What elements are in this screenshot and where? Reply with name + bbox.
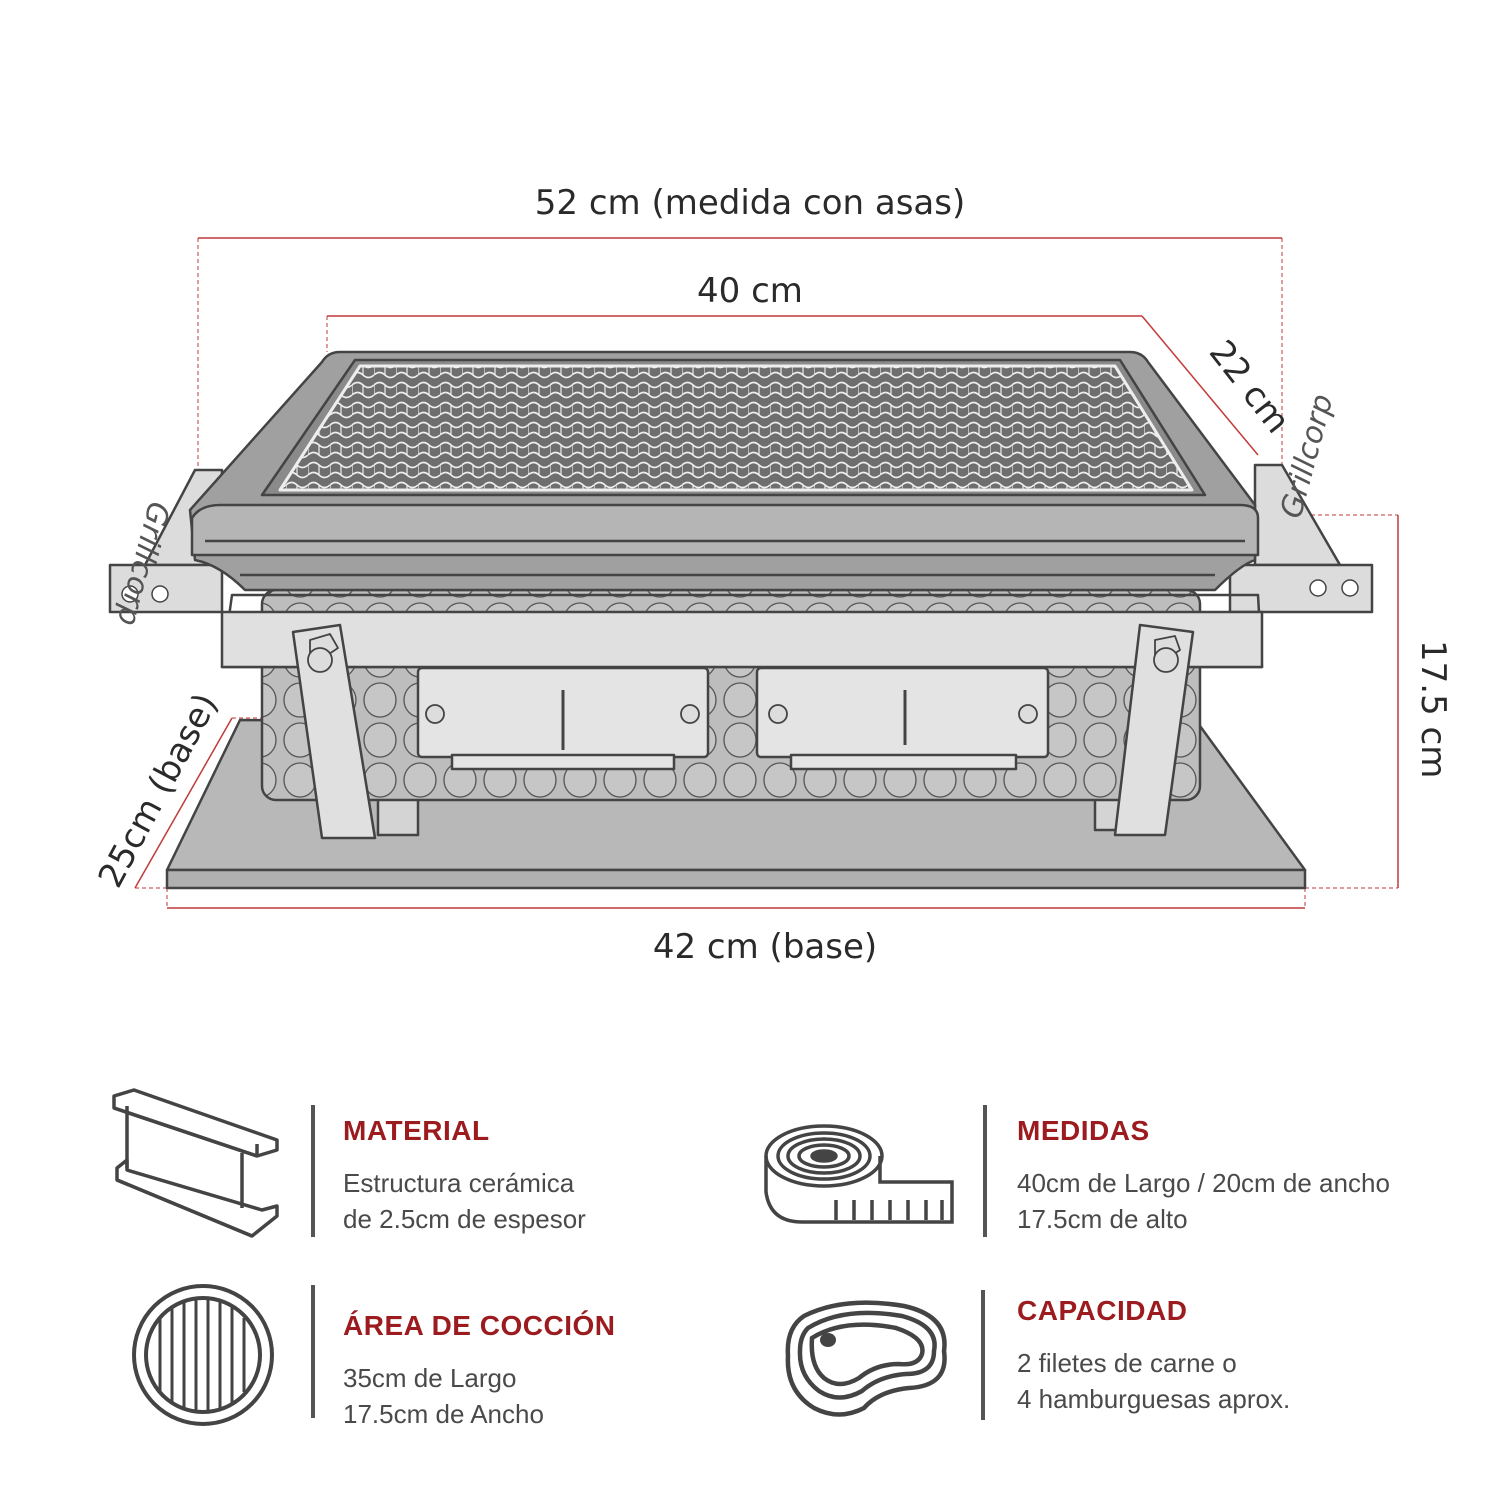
grill-depth-label: 22 cm — [1201, 333, 1298, 441]
round-grill-icon — [132, 1284, 274, 1426]
grill-width-label: 40 cm — [697, 271, 803, 311]
grill-illustration: Grillcorp Grillcorp — [108, 350, 1374, 890]
steel-beam-icon — [112, 1088, 279, 1238]
feature-text: 2 filetes de carne o — [1017, 1348, 1237, 1378]
feature-text: 35cm de Largo — [343, 1363, 517, 1393]
feature-text: 4 hamburguesas aprox. — [1017, 1384, 1291, 1414]
height-label: 17.5 cm — [1413, 640, 1453, 778]
divider — [311, 1105, 315, 1237]
feature-title: MEDIDAS — [1017, 1115, 1150, 1146]
dimension-lines — [134, 237, 1399, 909]
divider — [981, 1290, 985, 1420]
divider — [311, 1285, 315, 1418]
feature-text: 17.5cm de Ancho — [343, 1399, 544, 1429]
feature-title: MATERIAL — [343, 1115, 490, 1146]
feature-text: 40cm de Largo / 20cm de ancho — [1017, 1168, 1390, 1198]
base-width-label: 42 cm (base) — [653, 927, 877, 967]
feature-text: de 2.5cm de espesor — [343, 1204, 586, 1234]
steak-icon — [785, 1300, 947, 1417]
feature-text: 17.5cm de alto — [1017, 1204, 1188, 1234]
measuring-tape-icon — [764, 1124, 954, 1224]
feature-text: Estructura cerámica — [343, 1168, 575, 1198]
feature-title: CAPACIDAD — [1017, 1295, 1188, 1326]
overall-width-label: 52 cm (medida con asas) — [535, 183, 965, 223]
feature-title: ÁREA DE COCCIÓN — [343, 1310, 616, 1341]
divider — [983, 1105, 987, 1237]
